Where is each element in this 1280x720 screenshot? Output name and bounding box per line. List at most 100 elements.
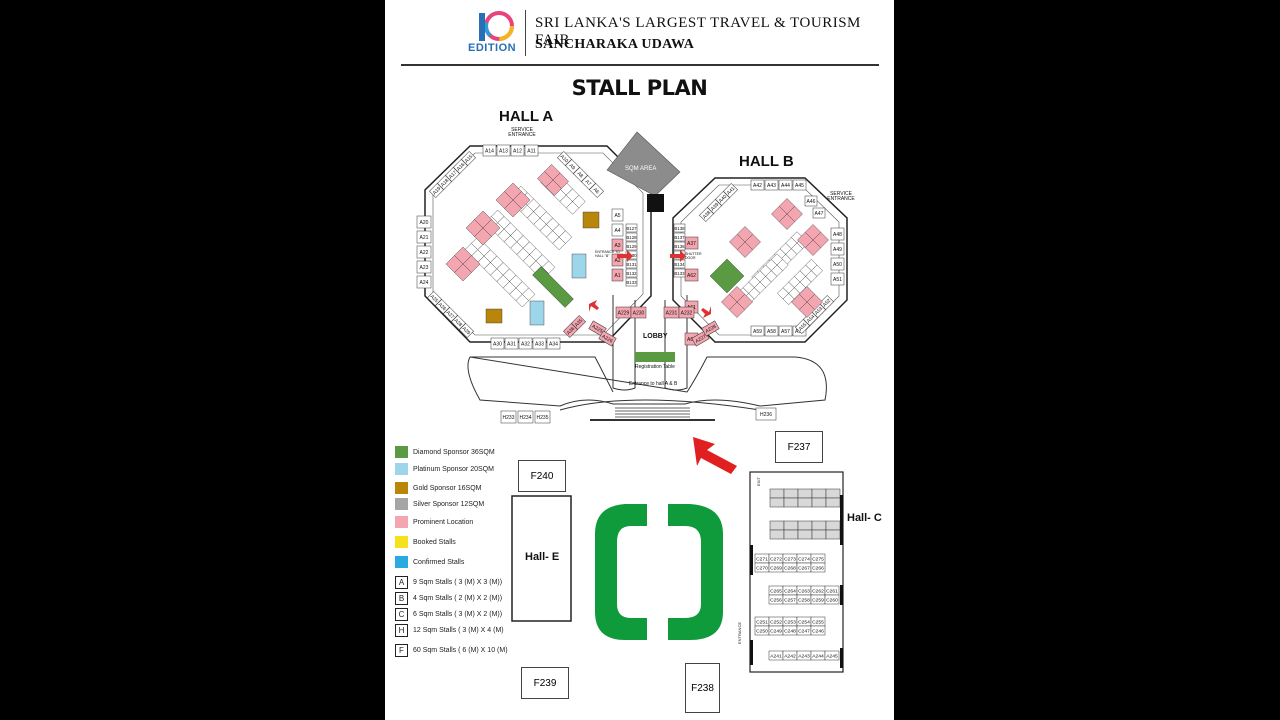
stall-hall-a-bottom-3[interactable]: A33 [532, 337, 547, 350]
stall-f239[interactable]: F239 [521, 667, 569, 699]
stall-c-row3-0[interactable]: C265 [768, 585, 784, 596]
stall-b-column-left-1[interactable]: B128 [625, 232, 638, 242]
hall-c-hatched-stall[interactable] [811, 529, 827, 540]
stall-c-row6-0[interactable]: C250 [754, 625, 770, 636]
stall-lobby-stalls-2[interactable]: A231 [663, 306, 680, 319]
stall-hall-a-right-upper-4[interactable]: A6 [589, 183, 604, 198]
stall-b-column-right-5[interactable]: B133 [673, 268, 686, 278]
hall-c-hatched-stall[interactable] [797, 520, 813, 531]
stall-b-column-right-2[interactable]: B136 [673, 241, 686, 251]
stall-hall-a-bottom-0[interactable]: A30 [490, 337, 505, 350]
stall-c-row5-1[interactable]: C252 [768, 616, 784, 627]
hall-c-hatched-stall[interactable] [769, 529, 785, 540]
stall-c-row6-1[interactable]: C249 [768, 625, 784, 636]
stall-hall-b-top-0[interactable]: A42 [750, 179, 765, 191]
stall-hall-a-left-upper-0[interactable]: A15 [461, 151, 476, 166]
stall-h-stalls-1[interactable]: H234 [517, 410, 534, 424]
hall-c-hatched-stall[interactable] [783, 529, 799, 540]
stall-c-row7-0[interactable]: A241 [768, 650, 784, 661]
stall-hall-a-inner-2[interactable]: A3 [611, 238, 624, 252]
stall-hall-a-corner-0[interactable]: A35 [571, 315, 586, 330]
hall-c-hatched-stall[interactable] [797, 488, 813, 499]
stall-c-row2-2[interactable]: C268 [782, 562, 798, 573]
stall-c-row4-1[interactable]: C257 [782, 594, 798, 605]
stall-hall-a-left-lower-3[interactable]: A28 [451, 315, 466, 330]
stall-c-row4-3[interactable]: C259 [810, 594, 826, 605]
stall-hall-a-right-upper-0[interactable]: A10 [557, 151, 572, 166]
stall-hall-b-left-upper-1[interactable]: A40 [715, 191, 730, 206]
stall-lobby-stalls-3[interactable]: A232 [678, 306, 695, 319]
stall-hall-b-right-lower-3[interactable]: A55 [795, 319, 810, 334]
stall-b-column-left-0[interactable]: B127 [625, 223, 638, 233]
stall-c-row2-0[interactable]: C270 [754, 562, 770, 573]
stall-hall-a-inner-1[interactable]: A4 [611, 223, 624, 237]
hall-c-hatched-stall[interactable] [783, 488, 799, 499]
stall-hall-a-bottom-4[interactable]: A34 [546, 337, 561, 350]
stall-c-row5-4[interactable]: C255 [810, 616, 826, 627]
stall-lobby-stalls-5[interactable]: A226 [598, 330, 617, 347]
stall-hall-b-right-upper-0[interactable]: A46 [804, 195, 818, 207]
stall-c-row3-1[interactable]: C264 [782, 585, 798, 596]
stall-hall-a-left-1[interactable]: A21 [416, 230, 432, 244]
stall-hall-a-right-upper-2[interactable]: A8 [573, 167, 588, 182]
stall-hall-b-inner-1[interactable]: A62 [684, 268, 699, 282]
hall-c-hatched-stall[interactable] [811, 520, 827, 531]
stall-hall-a-left-4[interactable]: A24 [416, 275, 432, 289]
stall-hall-b-top-2[interactable]: A44 [778, 179, 793, 191]
stall-b-column-left-5[interactable]: B132 [625, 268, 638, 278]
stall-hall-a-left-3[interactable]: A23 [416, 260, 432, 274]
stall-c-row3-2[interactable]: C263 [796, 585, 812, 596]
stall-hall-a-left-lower-1[interactable]: A26 [435, 299, 450, 314]
stall-hall-b-top-3[interactable]: A45 [792, 179, 807, 191]
stall-lobby-stalls-1[interactable]: A230 [630, 306, 647, 319]
stall-hall-a-left-lower-2[interactable]: A27 [443, 307, 458, 322]
stall-c-row1-0[interactable]: C271 [754, 553, 770, 564]
stall-hall-b-left-upper-2[interactable]: A39 [707, 199, 722, 214]
stall-hall-a-bottom-2[interactable]: A32 [518, 337, 533, 350]
stall-c-row1-4[interactable]: C275 [810, 553, 826, 564]
stall-c-row1-2[interactable]: C273 [782, 553, 798, 564]
stall-hall-a-corner-1[interactable]: A36 [563, 323, 578, 338]
stall-lobby-stalls-0[interactable]: A229 [615, 306, 632, 319]
stall-c-row3-4[interactable]: C261 [824, 585, 840, 596]
stall-hall-b-right-1[interactable]: A49 [830, 242, 845, 256]
stall-hall-a-bottom-1[interactable]: A31 [504, 337, 519, 350]
hall-c-hatched-stall[interactable] [825, 529, 841, 540]
stall-hall-a-left-lower-0[interactable]: A25 [427, 291, 442, 306]
stall-c-row6-3[interactable]: C247 [796, 625, 812, 636]
stall-hall-b-bottom-2[interactable]: A57 [778, 325, 793, 337]
stall-c-row6-2[interactable]: C248 [782, 625, 798, 636]
stall-c-row2-3[interactable]: C267 [796, 562, 812, 573]
stall-hall-b-inner-0[interactable]: A37 [684, 236, 699, 250]
hall-c-hatched-stall[interactable] [825, 488, 841, 499]
stall-hall-a-left-upper-1[interactable]: A16 [453, 159, 468, 174]
hall-c-hatched-stall[interactable] [797, 497, 813, 508]
stall-c-row6-4[interactable]: C246 [810, 625, 826, 636]
stall-hall-b-left-upper-0[interactable]: A41 [723, 183, 738, 198]
stall-hall-a-top-3[interactable]: A11 [524, 144, 539, 157]
stall-hall-a-top-2[interactable]: A12 [510, 144, 525, 157]
stall-hall-b-bottom-1[interactable]: A58 [764, 325, 779, 337]
stall-c-row4-0[interactable]: C256 [768, 594, 784, 605]
stall-c-row5-3[interactable]: C254 [796, 616, 812, 627]
stall-b-column-right-0[interactable]: B138 [673, 223, 686, 233]
hall-c-hatched-stall[interactable] [769, 488, 785, 499]
stall-c-row2-4[interactable]: C266 [810, 562, 826, 573]
stall-hall-a-inner-4[interactable]: A1 [611, 268, 624, 282]
stall-c-row2-1[interactable]: C269 [768, 562, 784, 573]
stall-c-row7-3[interactable]: A244 [810, 650, 826, 661]
stall-hall-a-right-upper-1[interactable]: A9 [565, 159, 580, 174]
stall-hall-a-left-upper-2[interactable]: A17 [445, 167, 460, 182]
stall-h-stalls-0[interactable]: H233 [500, 410, 517, 424]
stall-b-column-left-2[interactable]: B129 [625, 241, 638, 251]
stall-h-stalls-2[interactable]: H235 [534, 410, 551, 424]
stall-c-row1-3[interactable]: C274 [796, 553, 812, 564]
stall-hall-b-right-0[interactable]: A48 [830, 227, 845, 241]
stall-f238[interactable]: F238 [685, 663, 720, 713]
stall-hall-b-right-2[interactable]: A50 [830, 257, 845, 271]
stall-c-row4-2[interactable]: C258 [796, 594, 812, 605]
stall-hall-b-right-upper-1[interactable]: A47 [812, 207, 826, 219]
stall-hall-a-left-upper-4[interactable]: A19 [429, 183, 444, 198]
hall-c-hatched-stall[interactable] [769, 497, 785, 508]
stall-b-column-right-1[interactable]: B137 [673, 232, 686, 242]
